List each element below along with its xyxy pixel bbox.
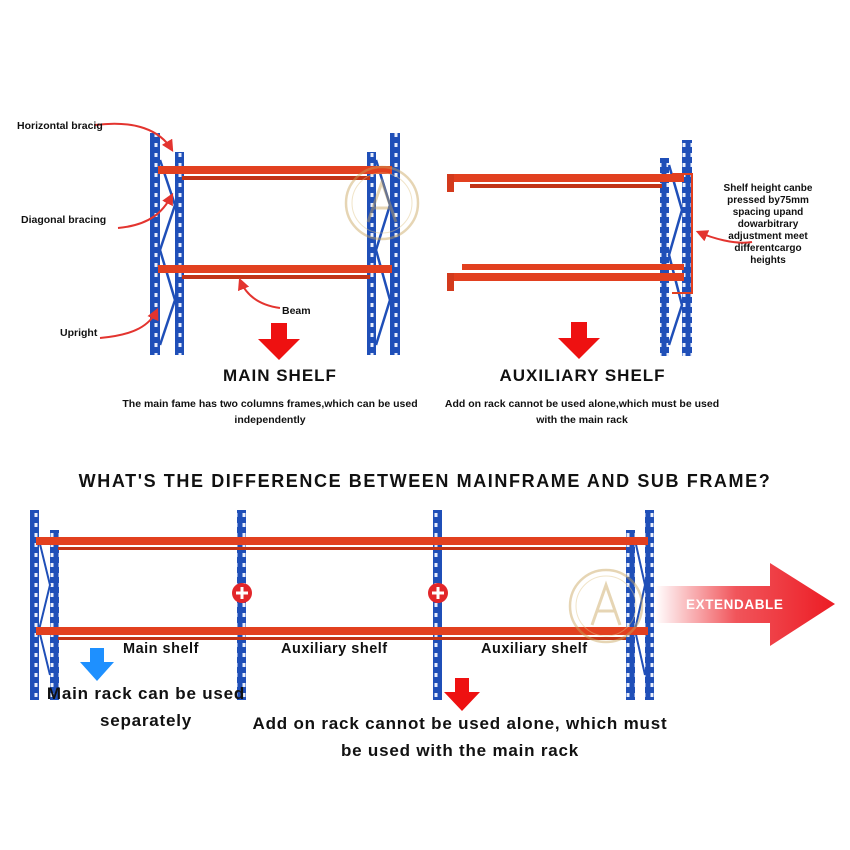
auxiliary-shelf-label-1: Auxiliary shelf xyxy=(281,641,388,657)
down-arrow-main xyxy=(258,323,300,360)
down-arrow-aux xyxy=(558,322,600,359)
auxiliary-shelf-title: AUXILIARY SHELF xyxy=(499,366,666,385)
main-shelf-title: MAIN SHELF xyxy=(223,366,337,385)
main-shelf-label: Main shelf xyxy=(123,641,199,657)
main-shelf-frame xyxy=(150,133,400,355)
main-shelf-description: The main fame has two columns frames,whi… xyxy=(122,398,418,426)
extendable-label: EXTENDABLE xyxy=(686,597,784,612)
watermark-logo xyxy=(568,568,644,644)
upright-right xyxy=(367,133,400,355)
plus-connector-icon xyxy=(428,583,448,603)
add-on-rack-note: Add on rack cannot be used alone, which … xyxy=(252,714,668,760)
comparison-rack xyxy=(30,510,654,700)
blue-down-arrow-icon xyxy=(80,648,114,681)
red-down-arrow-icon xyxy=(444,678,480,711)
label-beam: Beam xyxy=(282,305,311,317)
extendable-arrow xyxy=(655,563,835,646)
upright-left xyxy=(150,133,184,355)
beam-bottom xyxy=(158,265,392,279)
label-diagonal-bracing: Diagonal bracing xyxy=(21,214,107,226)
watermark-logo xyxy=(344,165,420,241)
auxiliary-shelf-frame xyxy=(447,140,693,356)
main-rack-note: Main rack can be used separately xyxy=(46,684,246,730)
comparison-heading: WHAT'S THE DIFFERENCE BETWEEN MAINFRAME … xyxy=(78,471,772,491)
auxiliary-shelf-description: Add on rack cannot be used alone,which m… xyxy=(444,398,720,426)
label-horizontal-bracing: Horizontal bracig xyxy=(17,120,103,132)
label-upright: Upright xyxy=(60,327,98,339)
auxiliary-shelf-label-2: Auxiliary shelf xyxy=(481,641,588,657)
beam-top xyxy=(158,166,392,180)
shelf-height-note: Shelf height canbe pressed by75mm spacin… xyxy=(723,183,813,266)
plus-connector-icon xyxy=(232,583,252,603)
